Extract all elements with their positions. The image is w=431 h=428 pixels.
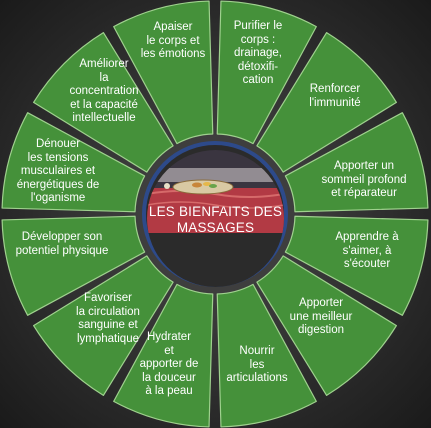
segment-label-purifier: Purifier le corps : drainage, détoxifi- … [233, 20, 283, 86]
wheel-segment [256, 255, 398, 397]
wheel-segment [113, 283, 214, 428]
wheel-segment [113, 0, 214, 145]
segment-label-articulations: Nourrir les articulations [226, 345, 288, 384]
wheel-segment [256, 31, 398, 173]
center-massage-photo [147, 150, 284, 287]
segment-label-circulation: Favoriser la circulation sanguine et lym… [76, 292, 140, 345]
wheel-segment [1, 112, 146, 213]
segment-label-saimer: Apprendre à s'aimer, à s'écouter [335, 231, 399, 270]
wheel-segment [284, 112, 429, 213]
segment-label-immunite: Renforcer l'immunité [309, 83, 361, 109]
segment-label-sommeil: Apporter un sommeil profond et réparateu… [321, 160, 407, 199]
wheel-segment [32, 31, 174, 173]
segment-label-tensions: Dénouer les tensions musculaires et éner… [16, 138, 100, 204]
segment-label-concentration: Améliorer la concentration et la capacit… [69, 58, 139, 124]
segment-label-hydrater: Hydrater et apporter de la douceur à la … [139, 331, 199, 397]
wheel-segment [32, 255, 174, 397]
segment-label-digestion: Apporter une meilleur digestion [289, 297, 353, 336]
wheel-segment [284, 215, 429, 316]
wheel-segment [216, 0, 317, 145]
wheel-segment [1, 215, 146, 316]
center-title: LES BIENFAITS DES MASSAGES [148, 204, 283, 235]
segment-label-potentiel: Développer son potentiel physique [15, 231, 109, 257]
wheel-segment [216, 283, 317, 428]
segment-label-apaiser: Apaiser le corps et les émotions [140, 21, 206, 60]
